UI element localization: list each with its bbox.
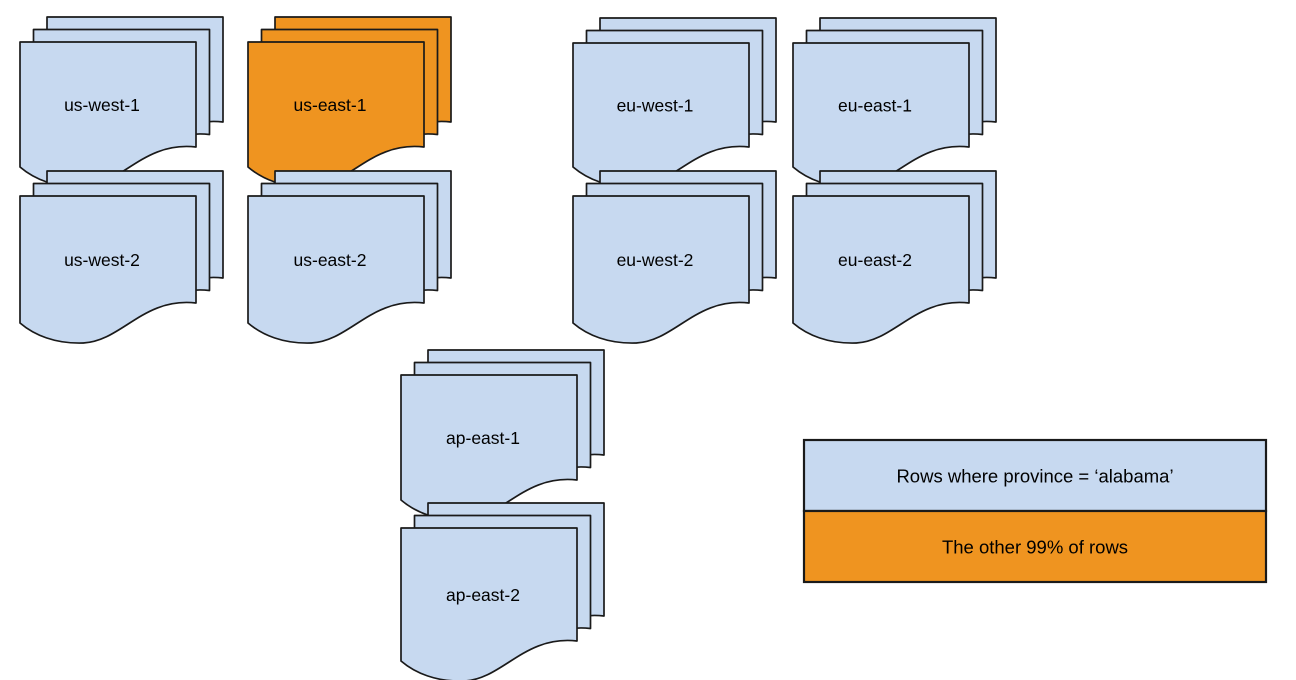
legend-swatch-out-of-scope	[802, 509, 1268, 584]
region-stack-eu-west-1[interactable]: eu-west-1	[572, 17, 777, 188]
region-stack-label: ap-east-2	[446, 585, 520, 605]
region-stack-eu-east-1[interactable]: eu-east-1	[792, 17, 997, 188]
region-stack-us-west-1[interactable]: us-west-1	[19, 16, 224, 188]
legend-swatch-in-scope	[802, 438, 1268, 513]
region-stack-label: eu-east-2	[838, 250, 912, 270]
stack-sheet-front	[792, 195, 970, 344]
region-stack-label: us-east-2	[294, 250, 367, 270]
region-stack-label: eu-west-1	[617, 96, 694, 116]
region-stacks-group: us-west-1 us-east-1 eu-west-1 eu-east-1 us-w…	[19, 16, 997, 680]
region-stack-us-east-2[interactable]: us-east-2	[247, 170, 452, 344]
region-stack-label: us-east-1	[294, 95, 367, 115]
region-stack-label: us-west-1	[64, 95, 140, 115]
stack-sheet-front	[572, 195, 750, 344]
region-stack-label: us-west-2	[64, 250, 140, 270]
region-stack-label: eu-west-2	[617, 250, 694, 270]
region-stack-ap-east-1[interactable]: ap-east-1	[400, 349, 605, 521]
legend-label-in-scope: Rows where province = ‘alabama’	[896, 465, 1173, 486]
legend-group: Rows where province = ‘alabama’ The other…	[802, 438, 1268, 584]
legend-label-out-of-scope: The other 99% of rows	[942, 536, 1128, 557]
legend-item-out-of-scope: The other 99% of rows	[802, 509, 1268, 584]
legend-item-in-scope: Rows where province = ‘alabama’	[802, 438, 1268, 513]
region-stack-eu-east-2[interactable]: eu-east-2	[792, 170, 997, 344]
region-stack-ap-east-2[interactable]: ap-east-2	[400, 502, 605, 680]
region-stack-eu-west-2[interactable]: eu-west-2	[572, 170, 777, 344]
region-stack-us-west-2[interactable]: us-west-2	[19, 170, 224, 344]
region-stack-us-east-1[interactable]: us-east-1	[247, 16, 452, 188]
stack-sheet-front	[19, 195, 197, 344]
region-stack-label: eu-east-1	[838, 96, 912, 116]
stack-sheet-front	[247, 195, 425, 344]
region-stack-label: ap-east-1	[446, 428, 520, 448]
